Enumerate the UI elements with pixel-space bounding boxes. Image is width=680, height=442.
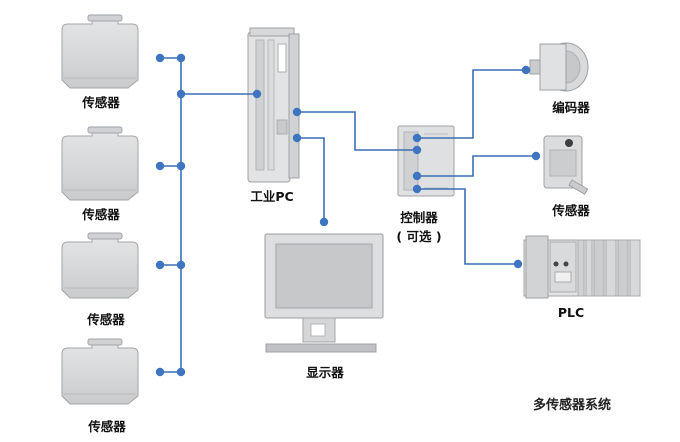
industrial-pc-device xyxy=(247,27,300,183)
controller-optional-label: ( 可选 ) xyxy=(396,229,442,244)
photo-sensor-device xyxy=(543,135,589,195)
sensor-device-1 xyxy=(61,14,139,89)
node-dot xyxy=(176,367,186,377)
node-dot xyxy=(176,161,186,171)
node-dot xyxy=(292,133,302,143)
plc-device xyxy=(523,235,641,299)
connection-dots xyxy=(155,53,541,377)
node-dot xyxy=(252,89,262,99)
connection-lines xyxy=(160,57,536,373)
plc-label: PLC xyxy=(557,305,585,320)
node-dot xyxy=(176,53,186,63)
pc-to-controller-link xyxy=(297,111,417,151)
node-dot xyxy=(412,145,422,155)
diagram-caption: 多传感器系统 xyxy=(533,398,612,413)
encoder-label: 编码器 xyxy=(552,100,590,115)
photo-sensor-label: 传感器 xyxy=(552,203,590,218)
monitor-label: 显示器 xyxy=(306,365,344,380)
node-dot xyxy=(155,260,165,270)
controller-to-plc-link xyxy=(417,188,518,265)
controller-to-photo-sensor-link xyxy=(417,155,536,177)
industrial-pc-label: 工业PC xyxy=(250,189,294,204)
node-dot xyxy=(412,184,422,194)
encoder-device xyxy=(529,42,589,92)
sensor-device-4 xyxy=(61,338,139,405)
node-dot xyxy=(412,133,422,143)
sensor-device-3 xyxy=(61,232,139,299)
sensor-3-label: 传感器 xyxy=(87,312,125,327)
node-dot xyxy=(319,217,329,227)
node-dot xyxy=(521,65,531,75)
sensor-1-label: 传感器 xyxy=(82,95,120,110)
sensor-2-label: 传感器 xyxy=(82,207,120,222)
node-dot xyxy=(155,367,165,377)
node-dot xyxy=(155,53,165,63)
sensor-4-label: 传感器 xyxy=(88,419,126,434)
sensor-device-2 xyxy=(61,126,139,201)
pc-to-monitor-link xyxy=(297,137,325,222)
node-dot xyxy=(412,171,422,181)
controller-label: 控制器 xyxy=(400,210,438,225)
controller-to-encoder-link xyxy=(417,69,526,139)
node-dot xyxy=(292,107,302,117)
node-dot xyxy=(513,259,523,269)
node-dot xyxy=(176,260,186,270)
controller-device xyxy=(397,125,455,197)
monitor-device xyxy=(264,233,384,353)
node-dot xyxy=(531,151,541,161)
node-dot xyxy=(176,89,186,99)
node-dot xyxy=(155,161,165,171)
